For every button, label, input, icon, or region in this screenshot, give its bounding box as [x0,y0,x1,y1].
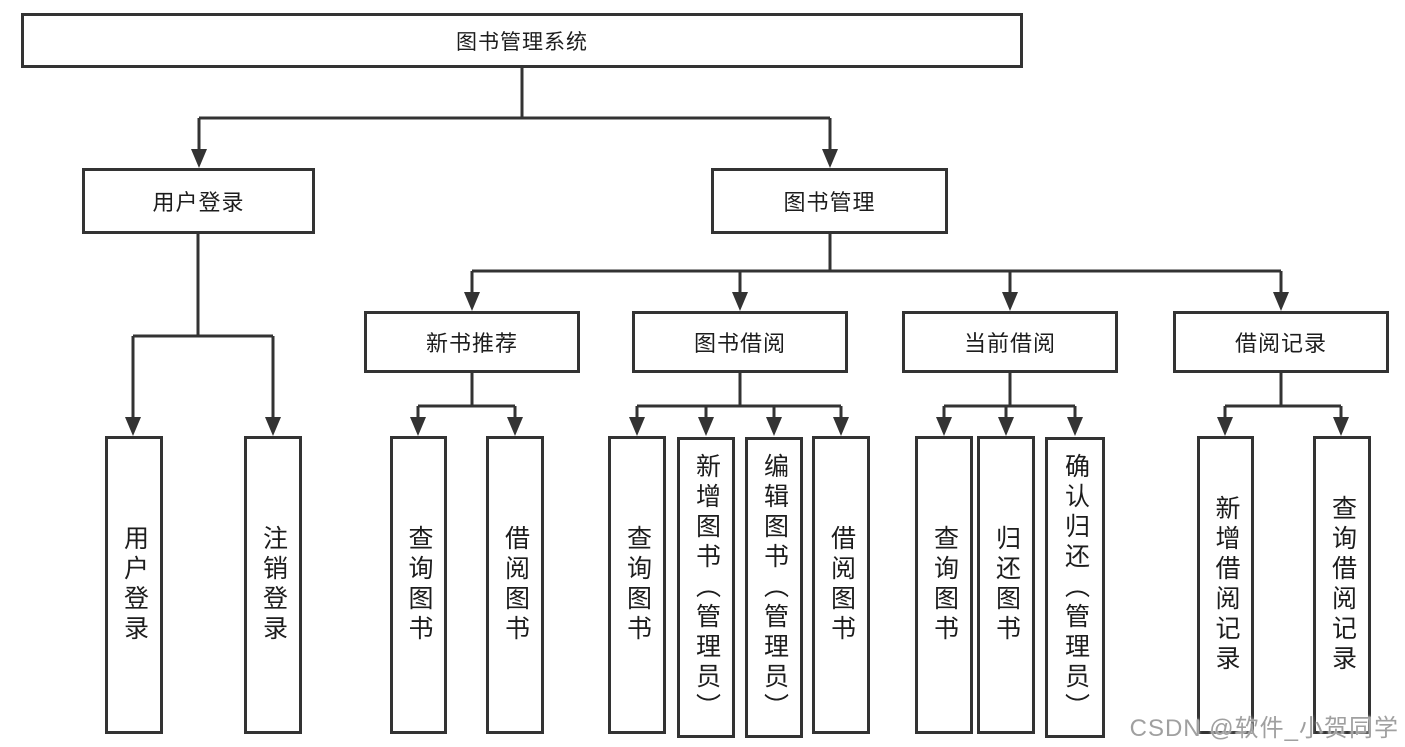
leaf-bb-edit-book-admin: 编辑图书（管理员） [745,437,803,738]
leaf-cb-return-books-label: 归还图书 [992,525,1021,645]
leaf-bb-edit-book-admin-label: 编辑图书（管理员） [760,452,789,723]
leaf-nbr-borrow-books-label: 借阅图书 [501,525,530,645]
leaf-br-add-record-label: 新增借阅记录 [1212,495,1240,675]
leaf-cb-query-books: 查询图书 [915,436,973,734]
node-current-borrowing: 当前借阅 [902,311,1118,373]
leaf-bb-borrow-books: 借阅图书 [812,436,870,734]
leaf-logout-label: 注销登录 [259,525,288,645]
node-book-borrowing-label: 图书借阅 [693,331,786,356]
node-user-login-branch: 用户登录 [82,168,315,234]
leaf-bb-add-book-admin: 新增图书（管理员） [677,437,735,738]
leaf-br-query-record-label: 查询借阅记录 [1328,495,1357,675]
leaf-br-add-record: 新增借阅记录 [1197,436,1254,734]
leaf-bb-query-books: 查询图书 [608,436,666,734]
leaf-logout: 注销登录 [244,436,302,734]
node-root-label: 图书管理系统 [456,30,588,54]
node-root: 图书管理系统 [21,13,1023,68]
leaf-bb-query-books-label: 查询图书 [623,525,652,645]
node-book-management: 图书管理 [711,168,948,234]
leaf-bb-add-book-admin-label: 新增图书（管理员） [692,452,721,723]
leaf-cb-query-books-label: 查询图书 [930,525,959,645]
node-book-management-label: 图书管理 [783,190,876,215]
leaf-bb-borrow-books-label: 借阅图书 [827,525,856,645]
node-borrowing-records: 借阅记录 [1173,311,1389,373]
leaf-br-query-record: 查询借阅记录 [1313,436,1371,734]
leaf-cb-confirm-return-admin-label: 确认归还（管理员） [1061,452,1090,723]
watermark: CSDN @软件_小贺同学 [1129,715,1399,742]
leaf-nbr-borrow-books: 借阅图书 [486,436,544,734]
node-book-borrowing: 图书借阅 [632,311,848,373]
node-new-book-recommend-label: 新书推荐 [425,331,518,356]
leaf-user-login-label: 用户登录 [120,525,149,645]
node-current-borrowing-label: 当前借阅 [963,331,1056,356]
leaf-nbr-query-books: 查询图书 [390,436,447,734]
leaf-cb-return-books: 归还图书 [977,436,1035,734]
leaf-cb-confirm-return-admin: 确认归还（管理员） [1045,437,1105,738]
leaf-user-login: 用户登录 [105,436,163,734]
node-borrowing-records-label: 借阅记录 [1234,331,1327,356]
leaf-nbr-query-books-label: 查询图书 [405,525,433,645]
node-user-login-branch-label: 用户登录 [152,190,245,215]
node-new-book-recommend: 新书推荐 [364,311,580,373]
